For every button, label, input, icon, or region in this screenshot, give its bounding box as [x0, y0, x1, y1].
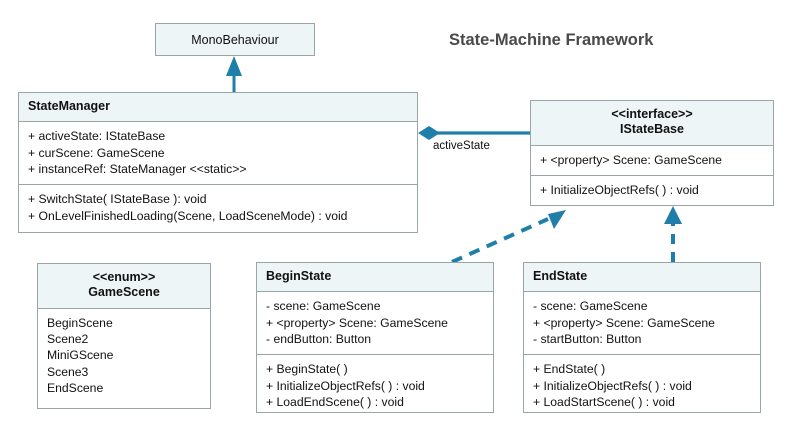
attribute-row: + activeState: IStateBase: [28, 129, 166, 144]
method-row: + SwitchState( IStateBase ): void: [28, 192, 207, 207]
enum-value-row: BeginScene: [47, 315, 113, 330]
method-row: + InitializeObjectRefs( ) : void: [540, 182, 699, 197]
edge-beginstate-to-istatebase: [451, 217, 549, 264]
endstate-attributes: - scene: GameScene + <property> Scene: G…: [524, 292, 760, 354]
endstate-methods: + EndState( ) + InitializeObjectRefs( ) …: [524, 354, 760, 417]
class-box-gamescene-enum[interactable]: <<enum>> GameScene BeginScene Scene2 Min…: [37, 263, 211, 409]
association-label-activestate: activeState: [433, 140, 490, 152]
attribute-row: + <property> Scene: GameScene: [266, 315, 448, 330]
aggregation-diamond: [418, 126, 440, 140]
diagram-title: State-Machine Framework: [449, 31, 654, 49]
monobehaviour-label: MonoBehaviour: [191, 32, 279, 47]
endstate-title: EndState: [524, 263, 760, 293]
attribute-row: + <property> Scene: GameScene: [540, 152, 722, 167]
attribute-row: + curScene: GameScene: [28, 145, 165, 160]
istatebase-attributes: + <property> Scene: GameScene: [531, 146, 773, 175]
enum-value-row: Scene3: [47, 364, 89, 379]
istatebase-title: <<interface>> IStateBase: [531, 101, 773, 146]
attribute-row: + <property> Scene: GameScene: [533, 315, 715, 330]
method-row: + OnLevelFinishedLoading(Scene, LoadScen…: [28, 208, 348, 223]
method-row: + InitializeObjectRefs( ) : void: [266, 378, 425, 393]
arrowhead-inheritance-monobehaviour: [226, 56, 242, 76]
gamescene-title: <<enum>> GameScene: [38, 264, 210, 309]
attribute-row: - scene: GameScene: [533, 299, 648, 314]
method-row: + LoadEndScene( ) : void: [266, 394, 404, 409]
gamescene-values: BeginScene Scene2 MiniGScene Scene3 EndS…: [38, 309, 210, 404]
class-box-statemanager[interactable]: StateManager + activeState: IStateBase +…: [18, 92, 418, 233]
gamescene-stereotype: <<enum>>: [92, 270, 156, 284]
enum-value-row: Scene2: [47, 331, 89, 346]
statemanager-title: StateManager: [19, 93, 417, 123]
arrowhead-realization-beginstate: [548, 210, 566, 229]
istatebase-methods: + InitializeObjectRefs( ) : void: [531, 174, 773, 205]
istatebase-stereotype: <<interface>>: [611, 107, 693, 121]
beginstate-methods: + BeginState( ) + InitializeObjectRefs( …: [257, 354, 493, 417]
attribute-row: - endButton: Button: [266, 331, 372, 346]
method-row: + EndState( ): [533, 362, 606, 377]
statemanager-attributes: + activeState: IStateBase + curScene: Ga…: [19, 122, 417, 184]
arrowhead-realization-endstate: [664, 206, 682, 224]
beginstate-title: BeginState: [257, 263, 493, 293]
method-row: + BeginState( ): [266, 362, 348, 377]
method-row: + InitializeObjectRefs( ) : void: [533, 378, 692, 393]
gamescene-name: GameScene: [88, 285, 160, 300]
class-box-endstate[interactable]: EndState - scene: GameScene + <property>…: [523, 262, 761, 413]
class-box-istatebase[interactable]: <<interface>> IStateBase + <property> Sc…: [530, 100, 774, 206]
class-box-beginstate[interactable]: BeginState - scene: GameScene + <propert…: [256, 262, 494, 413]
attribute-row: + instanceRef: StateManager <<static>>: [28, 161, 247, 176]
attribute-row: - scene: GameScene: [266, 299, 381, 314]
enum-value-row: EndScene: [47, 380, 104, 395]
enum-value-row: MiniGScene: [47, 348, 114, 363]
class-box-monobehaviour[interactable]: MonoBehaviour: [155, 23, 315, 56]
istatebase-name: IStateBase: [620, 122, 684, 137]
beginstate-attributes: - scene: GameScene + <property> Scene: G…: [257, 292, 493, 354]
attribute-row: - startButton: Button: [533, 331, 642, 346]
method-row: + LoadStartScene( ) : void: [533, 394, 675, 409]
statemanager-methods: + SwitchState( IStateBase ): void + OnLe…: [19, 184, 417, 231]
